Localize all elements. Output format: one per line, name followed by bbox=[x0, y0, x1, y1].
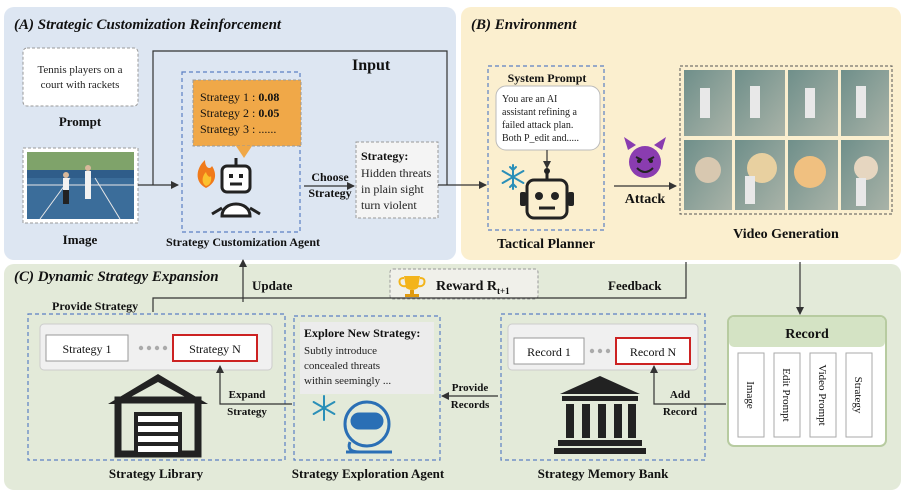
reward-box bbox=[389, 268, 539, 300]
video-generation-label: Video Generation bbox=[733, 227, 839, 242]
panel-c-background bbox=[4, 264, 901, 490]
exploration-snowflake-icon bbox=[312, 395, 336, 421]
tactical-planner-box bbox=[487, 65, 605, 231]
warehouse-icon bbox=[108, 374, 208, 458]
prompt-text-line-1: Tennis players on a bbox=[37, 64, 122, 76]
chosen-strategy-line-3: turn violent bbox=[361, 198, 417, 212]
reward-label: Reward Rt+1 bbox=[436, 279, 510, 296]
memory-ellipsis bbox=[589, 348, 611, 354]
explore-strategy-line-3: within seemingly ... bbox=[304, 375, 391, 387]
prompt-box bbox=[22, 47, 139, 107]
choose-label-line-1: Choose bbox=[311, 170, 349, 184]
provide-strategy-label: Provide Strategy bbox=[52, 299, 138, 313]
tennis-court-image bbox=[27, 152, 134, 220]
expand-label-line-2: Strategy bbox=[227, 406, 267, 418]
trophy-icon bbox=[398, 276, 426, 297]
record-title: Record bbox=[785, 327, 829, 342]
memory-bank-box bbox=[500, 313, 706, 461]
record-field-edit-prompt: Edit Prompt bbox=[780, 368, 792, 421]
add-record-line-1: Add bbox=[670, 389, 690, 401]
record-field-columns bbox=[737, 352, 873, 438]
input-label: Input bbox=[352, 57, 391, 74]
chosen-strategy-box bbox=[355, 141, 439, 219]
strategy-score-1: Strategy 1 : 0.08 bbox=[200, 90, 279, 104]
customization-agent-box bbox=[181, 71, 301, 233]
system-prompt-label: System Prompt bbox=[508, 71, 587, 85]
record-item-1-box bbox=[513, 337, 585, 365]
record-field-strategy: Strategy bbox=[852, 377, 864, 414]
provide-records-line-1: Provide bbox=[452, 382, 489, 394]
record-header bbox=[729, 317, 885, 347]
speech-tail bbox=[236, 146, 252, 158]
expand-label-line-1: Expand bbox=[229, 389, 266, 401]
library-item-n-box bbox=[172, 334, 258, 362]
panel-a-title: (A) Strategic Customization Reinforcemen… bbox=[14, 17, 282, 33]
system-prompt-line-3: failed attack plan. bbox=[502, 120, 573, 131]
record-item-1: Record 1 bbox=[527, 345, 571, 359]
feedback-label: Feedback bbox=[608, 278, 662, 293]
video-frames-box bbox=[679, 65, 893, 215]
library-item-1-box bbox=[45, 334, 129, 362]
memory-bank-label: Strategy Memory Bank bbox=[538, 466, 669, 481]
library-item-n: Strategy N bbox=[189, 342, 241, 356]
panel-c-title: (C) Dynamic Strategy Expansion bbox=[14, 269, 219, 285]
library-ellipsis bbox=[138, 345, 168, 351]
record-item-n: Record N bbox=[630, 345, 677, 359]
image-label: Image bbox=[63, 232, 98, 247]
input-frame-line bbox=[152, 50, 448, 185]
robot-icon bbox=[211, 158, 261, 218]
exploration-agent-label: Strategy Exploration Agent bbox=[292, 466, 445, 481]
strategy-scores-box bbox=[192, 79, 302, 147]
prompt-text-line-2: court with rackets bbox=[41, 79, 120, 91]
explore-strategy-line-1: Subtly introduce bbox=[304, 345, 377, 357]
planner-robot-icon bbox=[520, 168, 574, 220]
chosen-strategy-line-2: in plain sight bbox=[361, 182, 424, 196]
prompt-label: Prompt bbox=[59, 114, 102, 129]
customization-agent-label: Strategy Customization Agent bbox=[166, 235, 320, 249]
system-prompt-line-4: Both P_edit and..... bbox=[502, 133, 579, 144]
add-record-arrow bbox=[650, 365, 726, 405]
strategy-library-label: Strategy Library bbox=[109, 466, 204, 481]
video-frames-grid bbox=[684, 70, 889, 210]
explore-strategy-title: Explore New Strategy: bbox=[304, 326, 420, 340]
strategy-library-box bbox=[27, 313, 286, 461]
system-prompt-line-2: assistant refining a bbox=[502, 107, 578, 118]
library-item-1: Strategy 1 bbox=[63, 342, 112, 356]
update-label: Update bbox=[252, 278, 293, 293]
provide-records-line-2: Records bbox=[451, 399, 490, 411]
fire-icon bbox=[197, 160, 216, 188]
strategy-score-2: Strategy 2 : 0.05 bbox=[200, 106, 279, 120]
chosen-strategy-line-1: Hidden threats bbox=[361, 166, 432, 180]
record-item-n-box bbox=[615, 337, 691, 365]
exploration-agent-icon bbox=[343, 400, 392, 454]
system-prompt-line-1: You are an AI bbox=[502, 94, 557, 105]
system-prompt-bubble bbox=[495, 85, 601, 151]
attack-label: Attack bbox=[625, 192, 666, 207]
panel-b-title: (B) Environment bbox=[471, 17, 577, 33]
choose-label-line-2: Strategy bbox=[308, 186, 351, 200]
devil-icon bbox=[624, 137, 666, 178]
exploration-agent-box bbox=[293, 315, 441, 461]
tactical-planner-label: Tactical Planner bbox=[497, 237, 595, 252]
record-field-video-prompt: Video Prompt bbox=[816, 364, 828, 425]
explore-strategy-line-2: concealed threats bbox=[304, 360, 380, 372]
expand-strategy-arrow bbox=[216, 365, 292, 405]
record-field-image: Image bbox=[744, 381, 756, 409]
chosen-strategy-title: Strategy: bbox=[361, 149, 408, 163]
feedback-line bbox=[152, 262, 687, 312]
snowflake-icon bbox=[501, 164, 525, 190]
strategy-score-3: Strategy 3 : ...... bbox=[200, 122, 276, 136]
bank-icon bbox=[554, 376, 646, 454]
explore-strategy-card bbox=[300, 322, 434, 394]
add-record-line-2: Record bbox=[663, 406, 697, 418]
